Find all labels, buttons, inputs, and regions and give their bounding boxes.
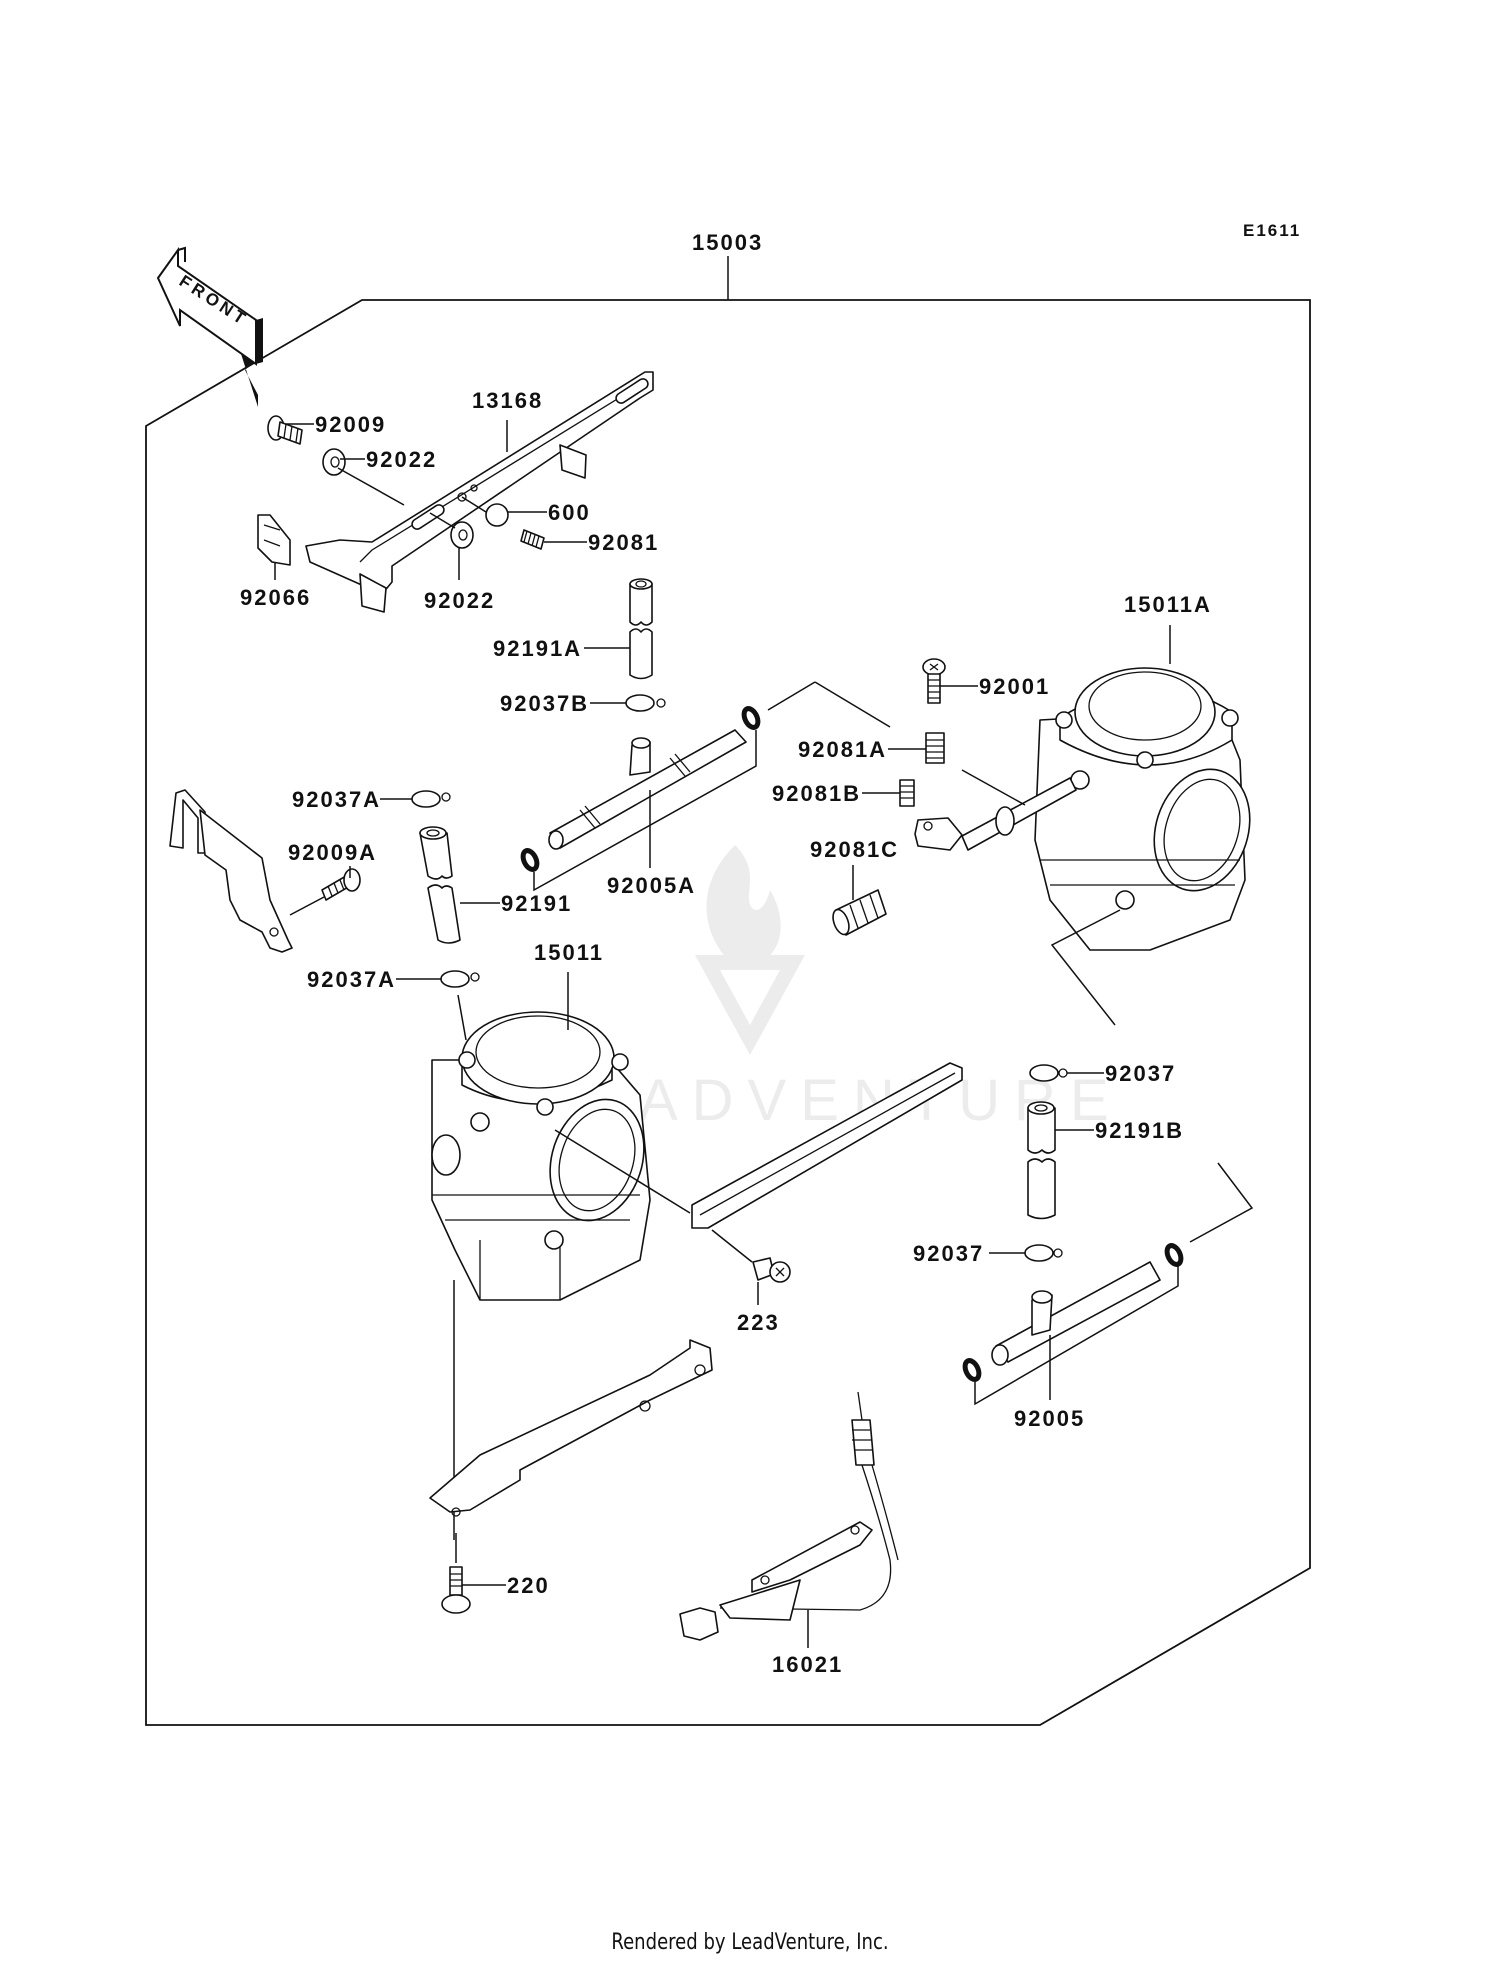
label-92037A-bottom[interactable]: 92037A xyxy=(307,967,396,992)
label-92081B[interactable]: 92081B xyxy=(772,781,861,806)
label-92037-top[interactable]: 92037 xyxy=(1105,1061,1176,1086)
part-92037-clamp-bottom[interactable] xyxy=(1024,1244,1063,1262)
part-13168-bracket[interactable] xyxy=(305,371,654,613)
label-16021[interactable]: 16021 xyxy=(772,1652,843,1677)
part-15011-carburetor[interactable] xyxy=(431,1011,659,1301)
part-92081-spring[interactable] xyxy=(520,529,545,550)
leader-carb-link xyxy=(814,681,891,728)
assembly-frame xyxy=(145,299,1311,1726)
watermark-v-icon xyxy=(695,955,805,1055)
leader-600-to-bracket xyxy=(461,496,487,513)
diagram-code: E1611 xyxy=(1243,221,1301,240)
label-92005[interactable]: 92005 xyxy=(1014,1406,1085,1431)
part-92081C-spring[interactable] xyxy=(830,889,887,937)
label-223[interactable]: 223 xyxy=(737,1310,780,1335)
label-92009A[interactable]: 92009A xyxy=(288,840,377,865)
part-92009-screw[interactable] xyxy=(267,415,303,445)
part-92005-fitting[interactable] xyxy=(962,1243,1184,1382)
part-92081B-spring[interactable] xyxy=(899,779,915,807)
part-throttle-bracket[interactable] xyxy=(169,789,293,953)
label-92066[interactable]: 92066 xyxy=(240,585,311,610)
part-92037A-clamp-bottom[interactable] xyxy=(440,970,480,988)
part-lower-plate[interactable] xyxy=(429,1339,713,1517)
part-15011A-carburetor[interactable] xyxy=(1034,667,1265,951)
leader-92005-orings xyxy=(974,1266,1179,1406)
part-92191-hose[interactable] xyxy=(419,826,461,944)
part-92191B-hose[interactable] xyxy=(1027,1101,1056,1220)
label-92081C[interactable]: 92081C xyxy=(810,837,899,862)
part-16021-choke[interactable] xyxy=(679,1391,899,1641)
part-600-ball[interactable] xyxy=(485,503,509,527)
front-arrow-icon: FRONT xyxy=(156,246,263,407)
part-92081A-spring[interactable] xyxy=(925,732,945,764)
leader-92037A-bottom-to-carb xyxy=(457,994,467,1041)
part-92037A-clamp-top[interactable] xyxy=(411,790,451,808)
part-92066-clip[interactable] xyxy=(257,514,291,566)
part-220-screw[interactable] xyxy=(441,1566,471,1614)
leader-92009A-to-bracket xyxy=(289,896,325,916)
leader-spring-to-carb xyxy=(961,769,1026,806)
leader-223-to-plate xyxy=(711,1229,753,1263)
leader-92022-top-to-bracket xyxy=(337,467,405,506)
label-92001[interactable]: 92001 xyxy=(979,674,1050,699)
part-92191A-hose[interactable] xyxy=(629,578,653,680)
label-92022-bottom[interactable]: 92022 xyxy=(424,588,495,613)
leader-92005A-orings xyxy=(533,730,757,892)
label-92009[interactable]: 92009 xyxy=(315,412,386,437)
part-92001-screw[interactable] xyxy=(922,658,946,704)
label-220[interactable]: 220 xyxy=(507,1573,550,1598)
leader-92005-to-carb xyxy=(1189,1162,1254,1243)
part-223-screw[interactable] xyxy=(752,1257,791,1283)
label-92191B[interactable]: 92191B xyxy=(1095,1118,1184,1143)
label-15011[interactable]: 15011 xyxy=(534,940,604,965)
leader-15011A-to-92037 xyxy=(1050,909,1121,1026)
footer-credit: Rendered by LeadVenture, Inc. xyxy=(611,1930,889,1955)
part-choke-linkage[interactable] xyxy=(914,777,1077,851)
part-link-plate[interactable] xyxy=(691,1062,963,1229)
label-92081A[interactable]: 92081A xyxy=(798,737,887,762)
label-92037-bottom[interactable]: 92037 xyxy=(913,1241,984,1266)
part-92022-washer-top[interactable] xyxy=(322,448,346,476)
label-92005A[interactable]: 92005A xyxy=(607,873,696,898)
label-13168[interactable]: 13168 xyxy=(472,388,543,413)
label-92037A-top[interactable]: 92037A xyxy=(292,787,381,812)
part-92022-washer-bottom[interactable] xyxy=(450,521,474,549)
label-15003[interactable]: 15003 xyxy=(692,230,763,255)
label-92022-top[interactable]: 92022 xyxy=(366,447,437,472)
leader-carb-to-plate xyxy=(554,1129,691,1214)
label-15011A[interactable]: 15011A xyxy=(1124,592,1212,617)
part-92037B-clamp[interactable] xyxy=(625,694,666,712)
watermark-flame-icon xyxy=(706,845,781,966)
label-92037B[interactable]: 92037B xyxy=(500,691,589,716)
label-600[interactable]: 600 xyxy=(548,500,591,525)
label-92191[interactable]: 92191 xyxy=(501,891,572,916)
part-92005A-fitting[interactable] xyxy=(520,706,761,872)
leader-92022-bottom-to-bracket xyxy=(429,512,456,529)
part-92009A-screw[interactable] xyxy=(321,868,361,901)
label-92191A[interactable]: 92191A xyxy=(493,636,582,661)
label-92081[interactable]: 92081 xyxy=(588,530,659,555)
leader-92005A-to-carb xyxy=(767,681,816,711)
